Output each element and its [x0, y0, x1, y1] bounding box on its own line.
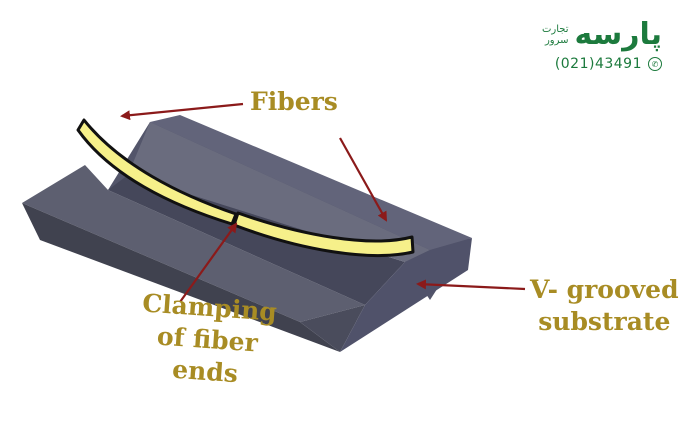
label-clamping: Clamping of fiber ends: [137, 287, 278, 392]
substrate-top-right: [150, 115, 472, 250]
logo-brand-name: پارسه: [574, 17, 663, 52]
logo-phone-row: (021)43491 ✆: [522, 56, 662, 72]
label-vgroove-line-1: V- grooved: [530, 275, 679, 304]
label-fibers: Fibers: [250, 87, 338, 116]
arrow-vgroove: [416, 279, 526, 291]
substrate-top-left: [22, 165, 365, 322]
logo-tagline: تجارت سرور: [542, 24, 569, 46]
brand-logo: تجارت سرور پارسه (021)43491 ✆: [522, 18, 662, 72]
arrow-fibers-right: [339, 137, 387, 222]
label-vgroove-line-2: substrate: [538, 307, 671, 336]
logo-tagline-line-1: تجارت: [541, 24, 569, 35]
arrow-clamping: [179, 222, 238, 303]
phone-icon: ✆: [648, 57, 662, 71]
callout-arrows: [120, 102, 526, 303]
logo-tagline-line-2: سرور: [544, 35, 569, 46]
logo-phone-number: (021)43491: [554, 56, 642, 72]
substrate-groove-right-wall: [128, 122, 430, 262]
substrate-front-notch: [300, 305, 365, 352]
label-v-grooved-substrate: V- grooved substrate: [530, 274, 679, 338]
logo-mark: تجارت سرور پارسه: [522, 18, 662, 52]
fiber-right: [232, 211, 415, 257]
substrate-right-face: [340, 238, 472, 352]
substrate-front-face: [22, 203, 340, 352]
arrow-fibers-left: [120, 102, 244, 121]
